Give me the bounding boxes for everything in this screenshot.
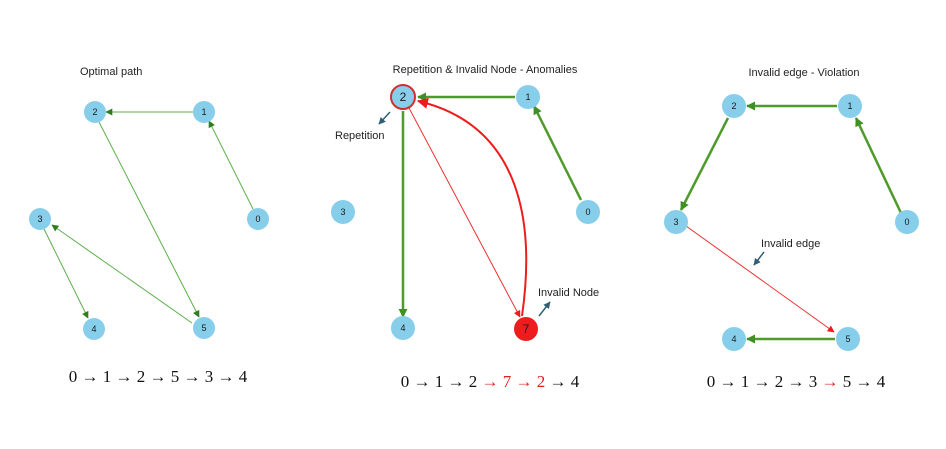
edge-2-to-5 <box>98 121 200 318</box>
annotation-label: Repetition <box>335 130 385 142</box>
panel-title: Repetition & Invalid Node - Anomalies <box>393 64 578 76</box>
svg-text:5: 5 <box>845 334 850 344</box>
edge-5-to-3 <box>51 224 193 324</box>
svg-text:0: 0 <box>904 217 909 227</box>
node-1: 1 <box>193 101 215 123</box>
node-3: 3 <box>29 208 51 230</box>
node-4: 4 <box>391 316 415 340</box>
svg-text:1: 1 <box>525 92 530 102</box>
node-7-invalid: 7 <box>514 317 538 341</box>
svg-text:5: 5 <box>201 323 206 333</box>
node-5: 5 <box>836 327 860 351</box>
node-0: 0 <box>895 210 919 234</box>
svg-text:2: 2 <box>92 107 97 117</box>
svg-text:3: 3 <box>37 214 42 224</box>
node-5: 5 <box>193 317 215 339</box>
svg-text:0: 0 <box>585 207 590 217</box>
panel-invalid-edge: Invalid edge - Violation 2 1 3 0 4 5 Inv… <box>664 67 919 391</box>
svg-text:1: 1 <box>201 107 206 117</box>
node-2: 2 <box>722 94 746 118</box>
edge-2-to-3 <box>679 117 730 211</box>
annotation-label: Invalid Node <box>538 287 599 299</box>
svg-text:0: 0 <box>255 214 260 224</box>
svg-text:4: 4 <box>400 323 405 333</box>
edge-0-to-1 <box>208 120 254 210</box>
edge-3-to-5 <box>685 225 835 333</box>
annotation-invalid-node: Invalid Node <box>538 287 599 317</box>
panel-optimal-path: Optimal path 2 1 3 0 4 5 0 → 1 → 2 → 5 →… <box>29 66 269 386</box>
path-sequence: 0 → 1 → 2 → 3 → 5 → 4 <box>707 372 886 391</box>
annotation-repetition: Repetition <box>335 111 391 142</box>
svg-text:7: 7 <box>523 322 530 336</box>
edge-3-to-4 <box>43 228 89 319</box>
node-0: 0 <box>576 200 600 224</box>
node-0: 0 <box>247 208 269 230</box>
edges <box>679 101 903 344</box>
edge-0-to-1 <box>532 105 583 201</box>
panel-title: Invalid edge - Violation <box>748 67 859 79</box>
panel-anomalies: Repetition & Invalid Node - Anomalies 2 … <box>331 64 600 391</box>
annotation-invalid-edge: Invalid edge <box>753 238 820 266</box>
svg-text:3: 3 <box>340 207 345 217</box>
annotation-label: Invalid edge <box>761 238 820 250</box>
node-2: 2 <box>84 101 106 123</box>
node-4: 4 <box>722 327 746 351</box>
edges <box>398 92 583 318</box>
svg-text:4: 4 <box>91 324 96 334</box>
path-sequence: 0 → 1 → 2 → 5 → 3 → 4 <box>69 367 248 386</box>
node-1: 1 <box>516 85 540 109</box>
svg-text:2: 2 <box>400 90 407 104</box>
path-sequence: 0 → 1 → 2 → 7 → 2 → 4 <box>401 372 580 391</box>
panel-title: Optimal path <box>80 66 142 78</box>
node-2-repeated: 2 <box>390 84 416 110</box>
svg-text:1: 1 <box>847 101 852 111</box>
svg-text:3: 3 <box>673 217 678 227</box>
edge-0-to-1 <box>854 117 903 214</box>
edge-2-to-7 <box>408 107 521 318</box>
node-1: 1 <box>838 94 862 118</box>
node-3: 3 <box>664 210 688 234</box>
svg-text:2: 2 <box>731 101 736 111</box>
edges <box>43 108 254 324</box>
node-3: 3 <box>331 200 355 224</box>
node-4: 4 <box>83 318 105 340</box>
svg-text:4: 4 <box>731 334 736 344</box>
edge-7-to-2-curved <box>416 97 528 317</box>
